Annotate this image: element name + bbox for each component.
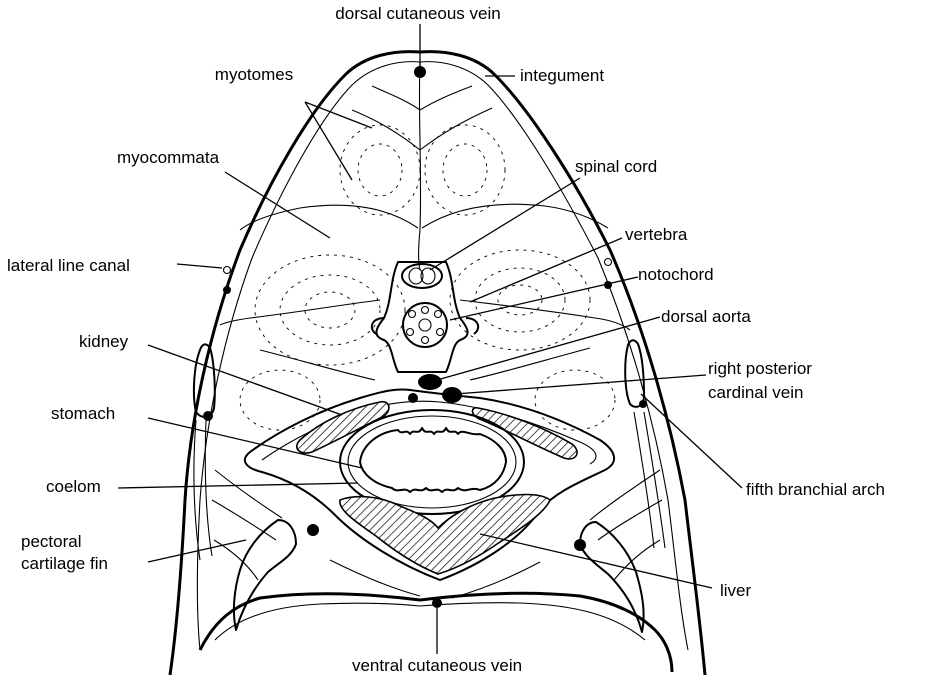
label-right-posterior-line1: right posterior — [708, 359, 812, 378]
label-pectoral-line2: cartilage fin — [21, 554, 108, 573]
label-myotomes: myotomes — [215, 65, 293, 84]
label-lateral-line-canal: lateral line canal — [7, 256, 130, 275]
label-vertebra: vertebra — [625, 225, 688, 244]
dorsal-cutaneous-vein-dot — [414, 66, 426, 78]
label-stomach: stomach — [51, 404, 115, 423]
label-notochord: notochord — [638, 265, 714, 284]
ventral-cutaneous-vein-dot — [432, 598, 442, 608]
label-spinal-cord: spinal cord — [575, 157, 657, 176]
label-right-posterior-line2: cardinal vein — [708, 383, 803, 402]
label-dorsal-cutaneous-vein: dorsal cutaneous vein — [335, 4, 500, 23]
labels: dorsal cutaneous vein myotomes integumen… — [7, 4, 885, 675]
label-liver: liver — [720, 581, 752, 600]
label-integument: integument — [520, 66, 604, 85]
label-dorsal-aorta: dorsal aorta — [661, 307, 751, 326]
label-coelom: coelom — [46, 477, 101, 496]
label-myocommata: myocommata — [117, 148, 220, 167]
myocommata-lines — [220, 62, 630, 380]
label-kidney: kidney — [79, 332, 129, 351]
label-ventral-cutaneous-vein: ventral cutaneous vein — [352, 656, 522, 675]
label-fifth-branchial-arch: fifth branchial arch — [746, 480, 885, 499]
label-pectoral-line1: pectoral — [21, 532, 81, 551]
dorsal-aorta-dot — [418, 374, 442, 390]
